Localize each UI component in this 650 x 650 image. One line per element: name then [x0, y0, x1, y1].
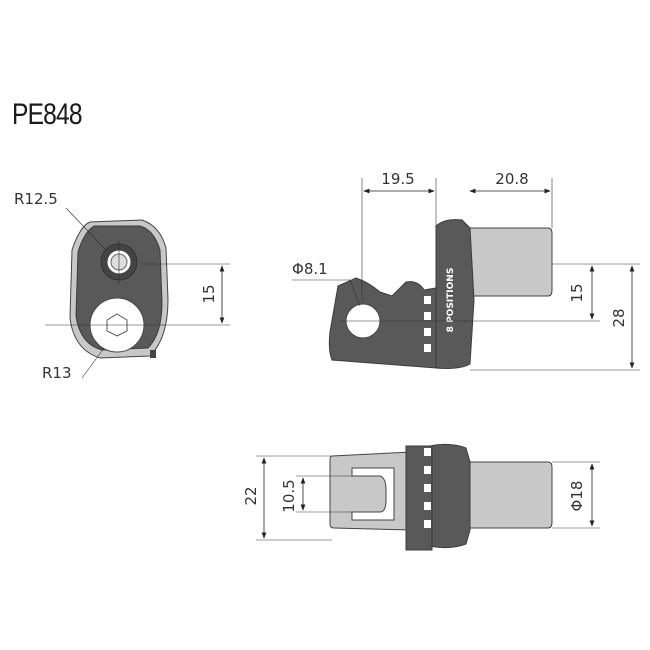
label-phi-8-1: Φ8.1	[292, 260, 328, 278]
side-view-collar	[435, 219, 475, 369]
bottom-view	[329, 443, 553, 551]
front-view-pin	[150, 350, 156, 358]
part-number-title: PE848	[12, 98, 83, 131]
front-view	[45, 219, 169, 359]
bottom-view-collar	[429, 443, 471, 549]
bottom-view-teeth-block	[405, 445, 433, 551]
label-20-8: 20.8	[495, 170, 528, 188]
bottom-view-shaft	[467, 461, 553, 529]
label-bottom-phi-18: Φ18	[568, 481, 586, 512]
leader-r13	[81, 347, 105, 379]
leader-r12-5	[65, 207, 107, 251]
side-view-shaft	[469, 227, 553, 297]
leader-phi-8-1-tail	[349, 279, 361, 307]
label-front-15: 15	[200, 284, 218, 303]
side-view: 8 POSITIONS	[328, 219, 553, 369]
label-side-15: 15	[568, 283, 586, 302]
bottom-view-teeth	[424, 448, 431, 528]
label-side-28: 28	[610, 308, 628, 327]
side-view-clevis	[328, 277, 437, 369]
label-r13: R13	[42, 364, 72, 382]
label-bottom-10-5: 10.5	[280, 479, 298, 512]
label-8-positions: 8 POSITIONS	[446, 268, 456, 333]
label-r12-5: R12.5	[14, 190, 58, 208]
side-view-notches	[424, 280, 431, 352]
label-19-5: 19.5	[381, 170, 414, 188]
bottom-view-slot	[351, 467, 395, 521]
label-bottom-22: 22	[242, 486, 260, 505]
